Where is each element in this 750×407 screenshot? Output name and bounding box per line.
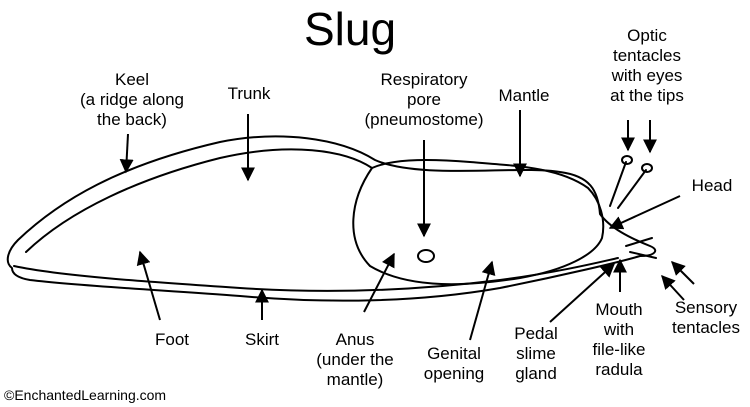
genital-opening-arrow <box>469 260 496 341</box>
label-skirt: Skirt <box>245 330 279 349</box>
label-sensory-tentacles: Sensory tentacles <box>671 298 741 337</box>
label-genital-opening: Genital opening <box>423 344 485 383</box>
sensory-tentacle-upper <box>625 237 653 247</box>
keel-arrow <box>119 133 134 174</box>
label-respiratory-pore: Respiratory pore (pneumostome) <box>364 70 484 129</box>
anus-arrow <box>363 252 395 313</box>
foot-arrow <box>136 250 161 321</box>
label-optic-tentacles: Optic tentacles with eyes at the tips <box>610 26 684 105</box>
copyright-credit: ©EnchantedLearning.com <box>4 387 167 403</box>
label-keel: Keel (a ridge along the back) <box>80 70 184 129</box>
pedal-slime-gland-arrow <box>549 263 616 323</box>
respiratory-pore-shape <box>417 249 435 263</box>
label-trunk: Trunk <box>227 84 271 103</box>
label-pedal-slime-gland: Pedal slime gland <box>514 324 558 383</box>
diagram-title: Slug <box>303 3 397 55</box>
sensory-tentacle-lower <box>629 251 657 259</box>
optic-tentacle-right-eye <box>641 163 653 173</box>
slug-body-outline <box>6 135 657 302</box>
mantle-outline <box>352 159 605 286</box>
optic-tentacle-left <box>609 161 627 207</box>
sensory-lower-arrow <box>661 274 685 301</box>
label-head: Head <box>691 176 733 195</box>
label-mantle: Mantle <box>498 86 550 105</box>
keel-line <box>25 148 373 253</box>
label-foot: Foot <box>154 330 190 349</box>
sensory-upper-arrow <box>671 261 695 285</box>
head-arrow <box>608 195 681 230</box>
skirt-line <box>13 257 619 292</box>
optic-tentacle-left-eye <box>621 155 633 165</box>
label-anus: Anus (under the mantle) <box>316 330 394 389</box>
optic-tentacle-right <box>617 169 647 209</box>
label-mouth: Mouth with file-like radula <box>592 300 646 379</box>
